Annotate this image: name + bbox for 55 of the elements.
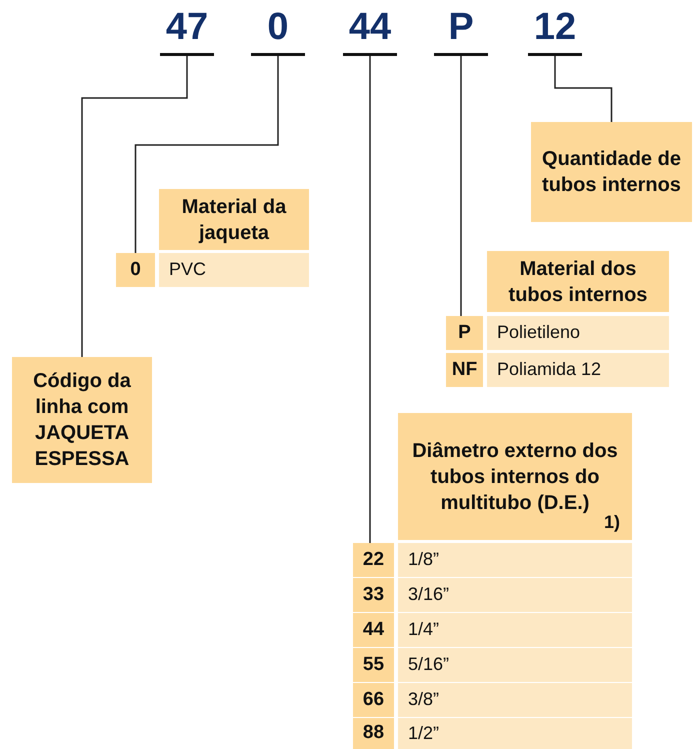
code-cell: [116, 253, 155, 287]
leader-line: [81, 56, 188, 357]
value-cell: [398, 683, 632, 717]
code-cell: [353, 613, 394, 647]
cell-text: NF: [452, 358, 478, 382]
value-cell: [398, 613, 632, 647]
code-cell: [353, 578, 394, 612]
cell-text: 55: [362, 652, 384, 677]
cell-text: PVC: [169, 258, 206, 282]
table-header: [531, 122, 692, 222]
cell-text: 1/4”: [408, 618, 440, 642]
value-cell: [398, 648, 632, 682]
leader-line: [554, 56, 612, 122]
code-cell: [353, 543, 394, 577]
cell-text: Quantidade de tubos internos: [541, 147, 682, 198]
value-cell: [487, 353, 669, 387]
cell-text: P: [448, 8, 474, 46]
value-cell: [398, 718, 632, 749]
code-cell: [446, 353, 483, 387]
cell-text: 3/16”: [408, 583, 450, 606]
table-header: [159, 189, 309, 250]
cell-text: 88: [362, 721, 384, 746]
value-cell: [398, 578, 632, 612]
cell-text: 1/2”: [408, 722, 440, 745]
leader-line: [369, 56, 371, 543]
cell-text: 66: [362, 688, 384, 712]
code-cell: [353, 648, 394, 682]
cell-text: P: [458, 320, 471, 345]
cell-text: 44: [348, 8, 392, 46]
cell-text: 5/16”: [408, 653, 450, 676]
cell-text: 22: [362, 548, 384, 572]
value-cell: [487, 316, 669, 350]
code-cell: [353, 718, 394, 749]
cell-text: 44: [362, 618, 384, 642]
value-cell: [398, 543, 632, 577]
cell-text: 3/8”: [408, 688, 440, 712]
cell-text: Material da jaqueta: [180, 194, 288, 246]
cell-text: 0: [130, 258, 141, 282]
leader-line: [134, 56, 279, 253]
value-cell: [159, 253, 309, 287]
cell-text: 12: [534, 8, 576, 46]
leader-line: [460, 56, 462, 316]
cell-text: 0: [267, 8, 289, 46]
table-header: [487, 251, 669, 312]
code-cell: [353, 683, 394, 717]
cell-text: 1/8”: [408, 548, 440, 572]
cell-text: 47: [166, 8, 208, 46]
cell-text: Poliamida 12: [497, 358, 602, 382]
label-box: [12, 357, 152, 483]
table-header: [398, 413, 632, 540]
cell-text: Material dos tubos internos: [508, 256, 648, 308]
cell-text: 33: [362, 582, 384, 607]
cell-text: Polietileno: [497, 321, 580, 344]
code-cell: [446, 316, 483, 350]
cell-text: Código da linha com JAQUETA ESPESSA: [32, 369, 132, 472]
